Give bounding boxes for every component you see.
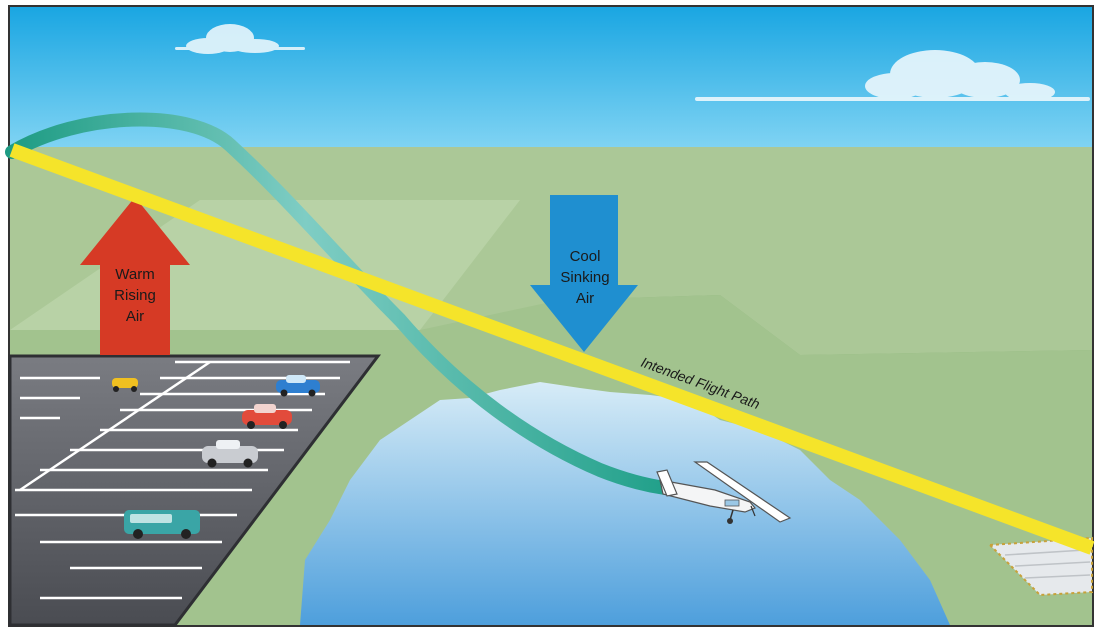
- airplane-icon: [656, 461, 792, 524]
- actual-flight-path: [5, 112, 672, 495]
- car-red: [242, 404, 292, 429]
- car-van-teal: [124, 510, 200, 539]
- warm-label-line3: Air: [126, 308, 144, 325]
- cool-label-line1: Cool: [570, 248, 601, 265]
- cool-label-line3: Air: [576, 290, 594, 307]
- intended-flight-path: [9, 143, 1095, 555]
- cloud-left: [175, 24, 305, 54]
- warm-label-line1: Warm: [115, 266, 154, 283]
- car-silver: [202, 440, 258, 468]
- car-motorcycle: [112, 378, 138, 392]
- lake: [300, 382, 950, 625]
- parking-lines: [15, 360, 350, 600]
- car-blue: [276, 375, 320, 397]
- cool-label-line2: Sinking: [560, 269, 609, 286]
- cool-sinking-air-arrow: Cool Sinking Air: [530, 195, 638, 352]
- warm-rising-air-arrow: Warm Rising Air: [80, 197, 190, 355]
- cloud-right: [695, 50, 1090, 101]
- warm-label-line2: Rising: [114, 287, 156, 304]
